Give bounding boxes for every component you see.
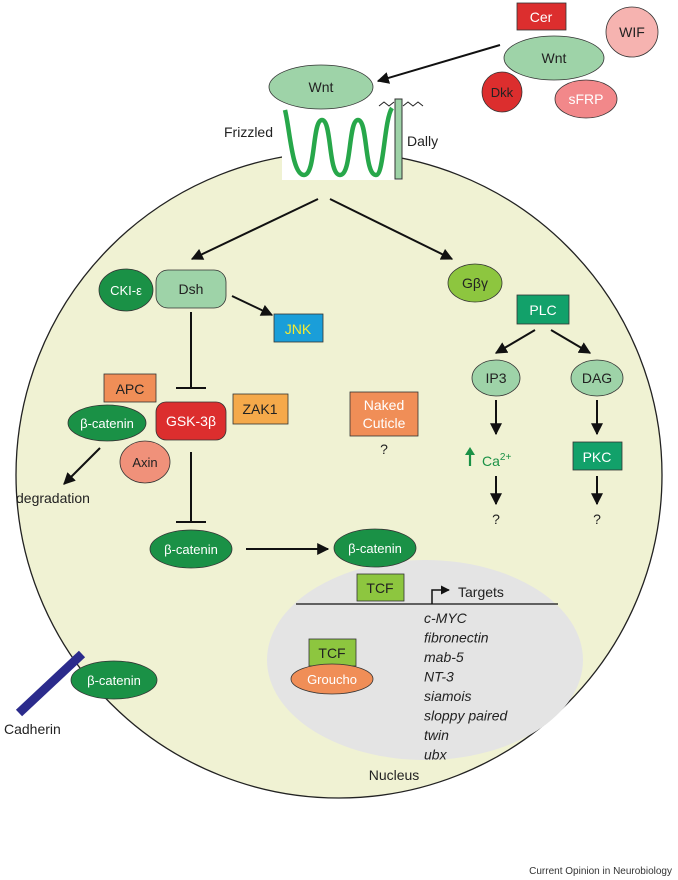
wnt-ext-label: Wnt (542, 50, 567, 66)
bcatenin-destruction-ellipse (67, 404, 147, 442)
groucho-ellipse (290, 663, 374, 695)
wnt-extracellular (503, 35, 605, 81)
dally-label: Dally (407, 133, 438, 149)
naked-cuticle-question: ? (380, 441, 388, 457)
ip3-label: IP3 (485, 370, 506, 386)
ckie-ellipse (98, 268, 154, 312)
cadherin-label: Cadherin (4, 721, 61, 737)
question-ca: ? (492, 511, 500, 527)
apc-label: APC (116, 381, 145, 397)
sfrp-ellipse (554, 79, 618, 119)
tcf-box-repressed (308, 638, 357, 667)
plc-label: PLC (529, 302, 556, 318)
ip3-ellipse (471, 359, 521, 397)
bcatenin-nuclear-ellipse (333, 528, 417, 568)
cer-box (516, 2, 567, 31)
dkk-label: Dkk (491, 85, 514, 100)
jnk-box (273, 313, 324, 343)
target-gene: c-MYC (424, 610, 468, 626)
target-gene-list: c-MYC fibronectin mab-5NT-3 siamois sloppy p… (424, 610, 508, 763)
axin-ellipse (119, 440, 171, 484)
calcium-label: Ca2+ (482, 452, 511, 469)
wnt-bound-label: Wnt (309, 79, 334, 95)
naked-cuticle-label-1: Naked (364, 397, 404, 413)
jnk-label: JNK (285, 321, 312, 337)
targets-title: Targets (458, 584, 504, 600)
dsh-box (155, 269, 227, 309)
gsk3b-box (155, 401, 227, 441)
cer-label: Cer (530, 9, 553, 25)
pkc-box (572, 441, 623, 471)
bcatenin-membrane-ellipse (70, 660, 158, 700)
nucleus-label: Nucleus (369, 767, 420, 783)
arrow-to-degradation (63, 447, 101, 485)
pkc-label: PKC (583, 449, 612, 465)
apc-box (103, 373, 157, 403)
zak1-label: ZAK1 (242, 401, 277, 417)
bcatenin-membrane-label: β-catenin (87, 673, 141, 688)
bcatenin-destruction-label: β-catenin (80, 416, 134, 431)
arrow-plc-to-ip3 (494, 329, 536, 354)
target-gene: twin (424, 727, 449, 743)
wif-ellipse (605, 6, 659, 58)
zak1-box (232, 393, 289, 425)
credit-line: Current Opinion in Neurobiology (529, 866, 672, 877)
tcf-box-active (356, 573, 405, 602)
target-gene: NT-3 (424, 669, 454, 685)
tcf-repressed-label: TCF (318, 645, 345, 661)
dkk-circle (481, 71, 523, 113)
dally-squiggle-2 (378, 101, 395, 107)
sfrp-label: sFRP (569, 91, 604, 107)
groucho-label: Groucho (307, 672, 357, 687)
dsh-label: Dsh (179, 281, 204, 297)
tcf-active-label: TCF (366, 580, 393, 596)
dag-ellipse (570, 359, 624, 397)
arrow-wnt-to-receptor (376, 44, 501, 84)
gsk3b-label: GSK-3β (166, 413, 216, 429)
target-gene: fibronectin (424, 630, 489, 646)
ckie-label: CKI-ε (110, 283, 142, 298)
frizzled-receptor (282, 106, 395, 178)
dag-label: DAG (582, 370, 612, 386)
degradation-label: degradation (16, 490, 90, 506)
wnt-ligand-bound (268, 64, 374, 110)
target-gene: ubx (424, 747, 448, 763)
bcatenin-cytoplasm-label: β-catenin (164, 542, 218, 557)
arrow-receptor-to-dsh (190, 198, 319, 260)
gby-ellipse (447, 263, 503, 303)
target-gene: sloppy paired (424, 708, 508, 724)
bcatenin-nuclear-label: β-catenin (348, 541, 402, 556)
wif-label: WIF (619, 24, 645, 40)
nucleus (267, 560, 583, 760)
question-pkc: ? (593, 511, 601, 527)
arrow-receptor-to-gby (329, 198, 454, 260)
transcription-start-arrow (431, 585, 450, 604)
frizzled-label: Frizzled (224, 124, 273, 140)
target-gene: mab-5 (424, 649, 464, 665)
arrow-plc-to-dag (550, 329, 592, 354)
naked-cuticle-box (349, 391, 419, 437)
naked-cuticle-label-2: Cuticle (363, 415, 406, 431)
cadherin-bar (15, 650, 86, 717)
dally-bar (394, 98, 403, 180)
bcatenin-cytoplasm-ellipse (149, 529, 233, 569)
gby-label: Gβγ (462, 275, 488, 291)
plc-box (516, 294, 570, 325)
target-gene: siamois (424, 688, 471, 704)
dally-squiggle-1 (402, 101, 424, 107)
axin-label: Axin (132, 455, 157, 470)
ca-up-arrowhead-icon (465, 447, 475, 455)
arrow-dsh-to-jnk (231, 295, 274, 316)
